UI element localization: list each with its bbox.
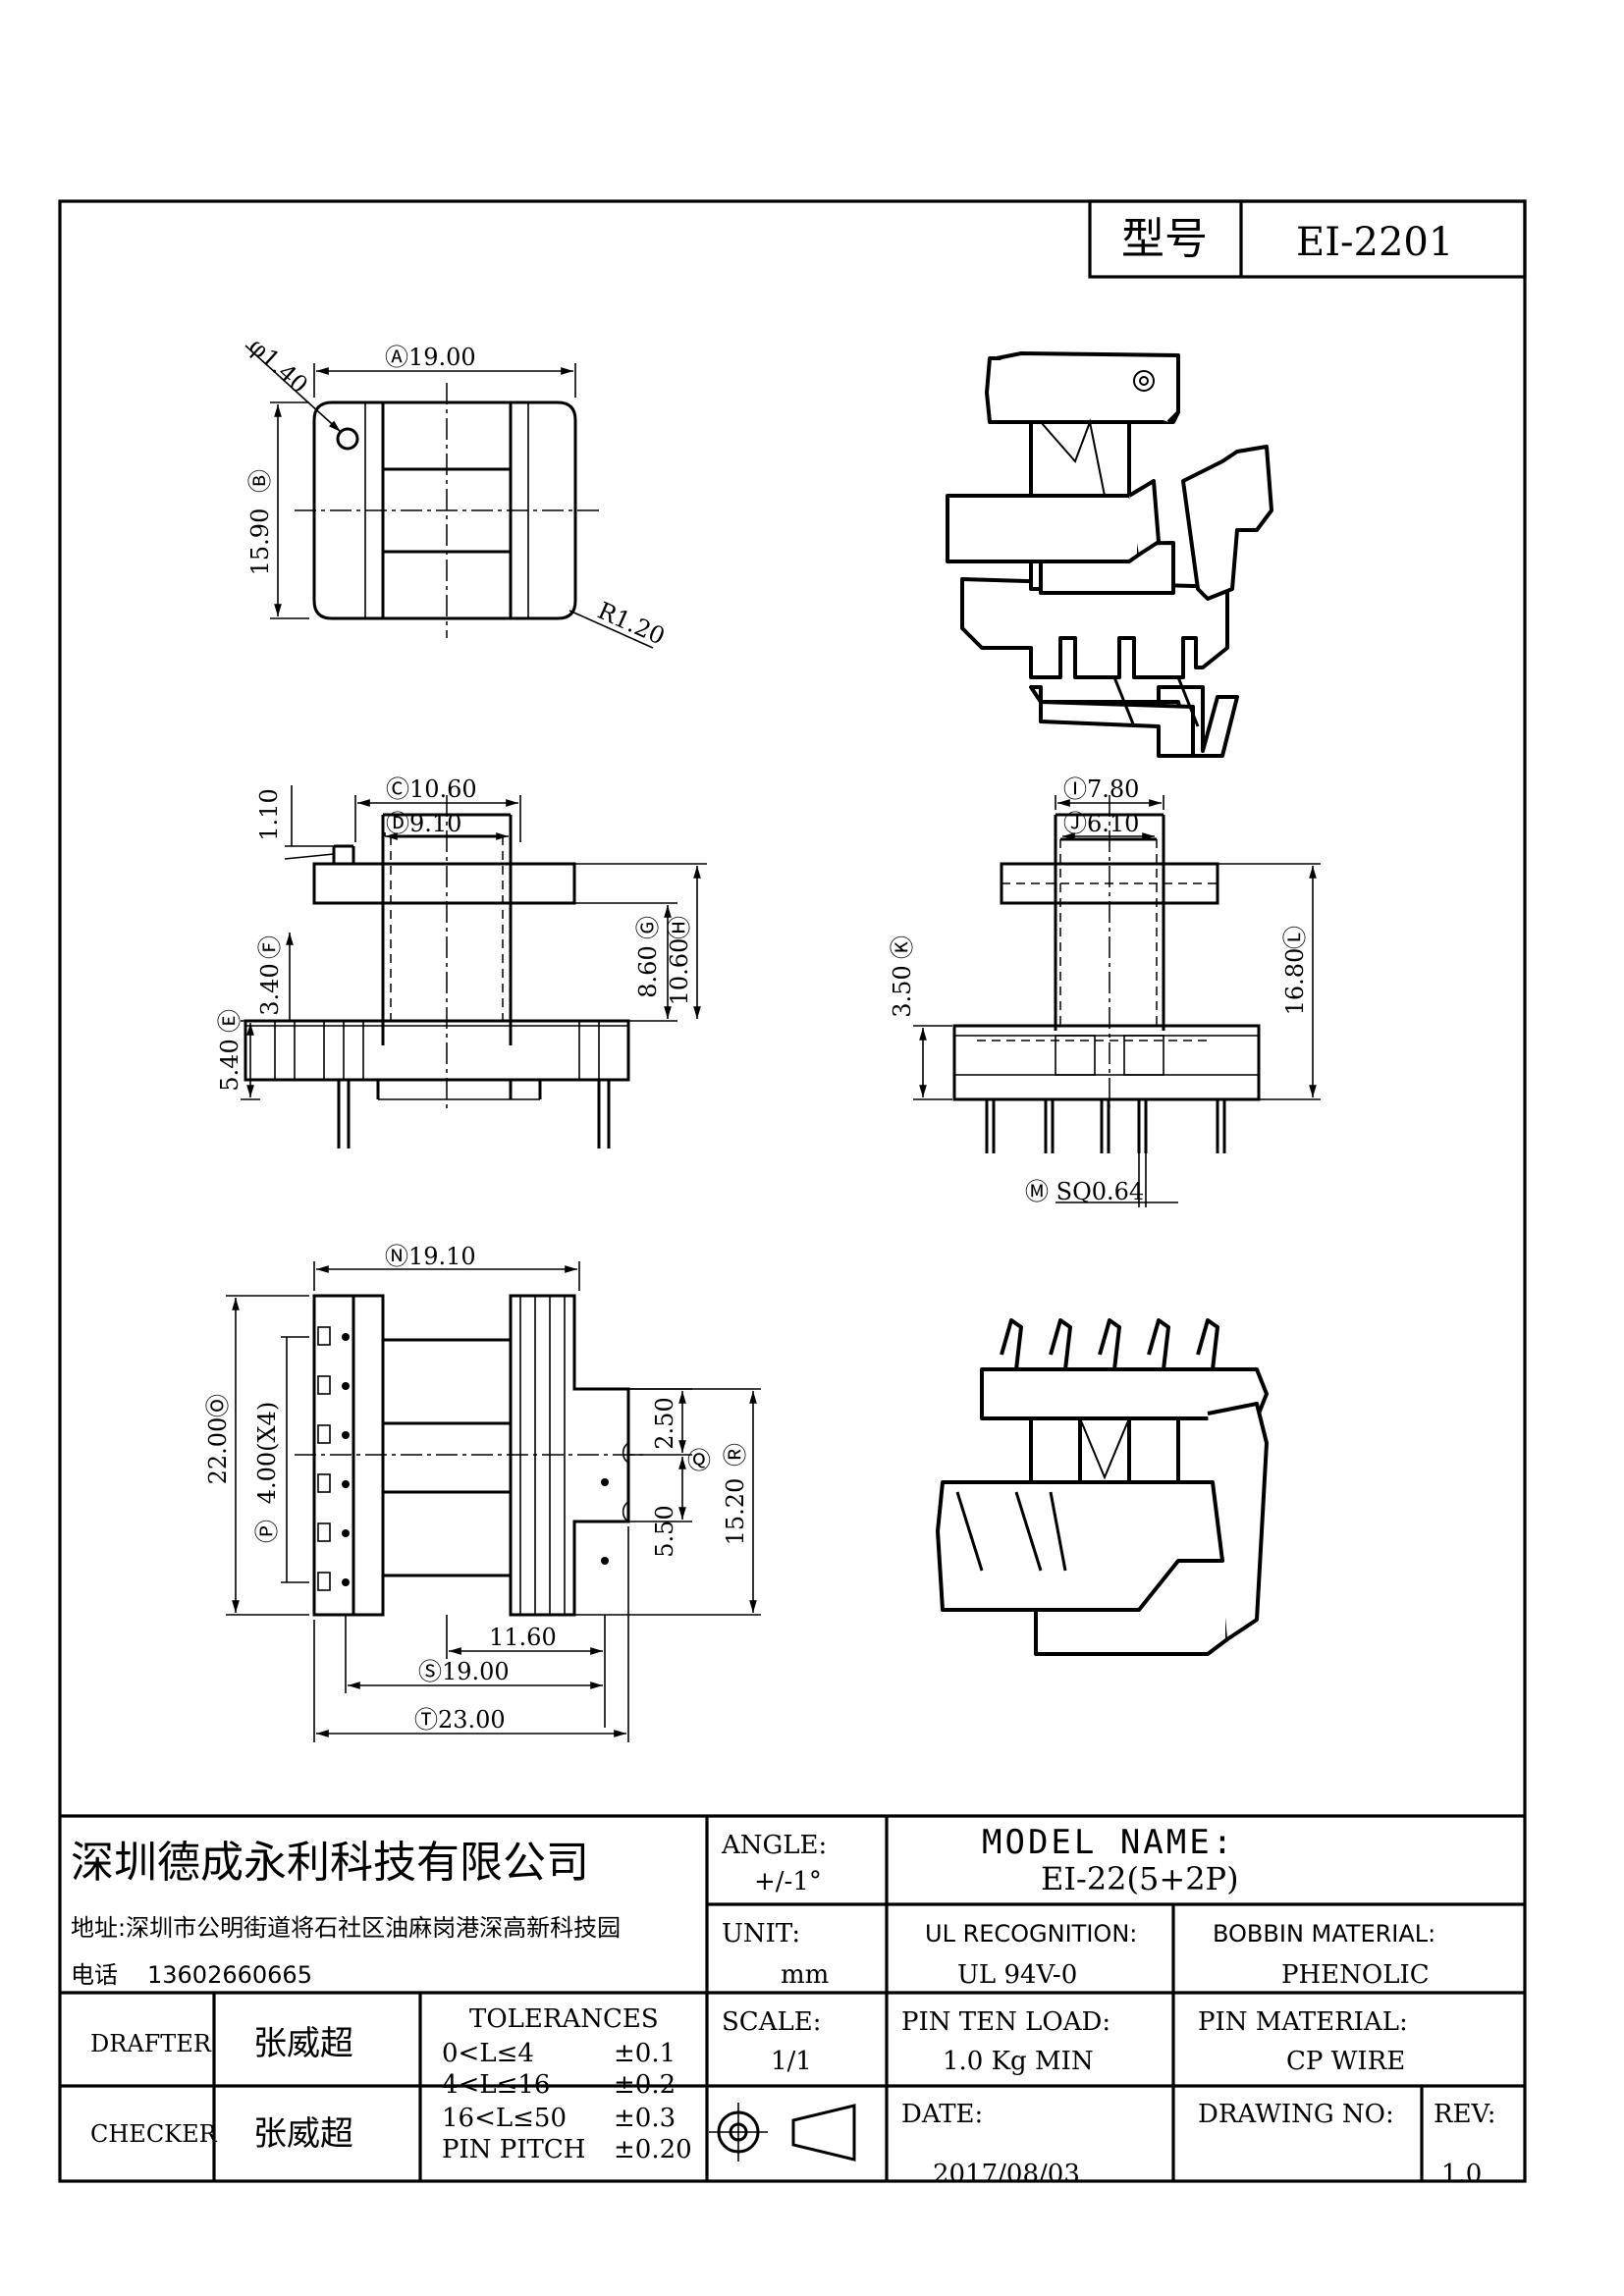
- tol-value-2: ±0.3: [614, 2104, 676, 2133]
- dim-a: Ⓐ19.00: [385, 344, 476, 371]
- rev-label: REV:: [1434, 2100, 1495, 2129]
- checker-name: 张威超: [253, 2114, 353, 2154]
- scale-value: 1/1: [771, 2047, 812, 2076]
- dim-l-value: 16.80: [1281, 948, 1309, 1016]
- dim-span: 11.60: [489, 1624, 557, 1651]
- dim-d: Ⓓ9.10: [386, 810, 461, 837]
- tol-value-0: ±0.1: [614, 2039, 676, 2068]
- dim-j: Ⓙ6.10: [1063, 810, 1139, 837]
- dim-p-label: Ⓟ: [253, 1520, 281, 1543]
- checker-label: CHECKER: [90, 2120, 218, 2148]
- unit-value: mm: [781, 1960, 829, 1990]
- dim-k-value: 3.50: [889, 965, 916, 1017]
- model-header-box: 型号 EI-2201: [1088, 199, 1527, 279]
- tol-range-0: 0<L≤4: [442, 2039, 534, 2068]
- dim-radius: R1.20: [594, 597, 670, 651]
- dim-e-value: 5.40: [216, 1039, 244, 1091]
- dim-g-value: 8.60: [634, 945, 662, 997]
- dim-c: Ⓒ10.60: [386, 775, 477, 803]
- dim-n: Ⓝ19.10: [385, 1243, 476, 1270]
- date-value: 2017/08/03: [933, 2160, 1080, 2189]
- scale-label: SCALE:: [722, 2007, 822, 2037]
- unit-label: UNIT:: [722, 1919, 800, 1949]
- dim-i: Ⓘ7.80: [1063, 775, 1139, 803]
- dim-f-value: 3.40: [256, 963, 284, 1015]
- dim-m: Ⓜ SQ0.64: [1025, 1178, 1144, 1205]
- dim-e-label: Ⓔ: [216, 1009, 244, 1033]
- dim-b-value: 15.90: [246, 508, 274, 576]
- tol-value-1: ±0.2: [614, 2070, 676, 2100]
- drawing-no-label: DRAWING NO:: [1198, 2100, 1394, 2129]
- dim-q2: 5.50: [651, 1505, 678, 1557]
- isometric-view-bottom: [936, 1318, 1269, 1656]
- drafter-label: DRAFTER: [90, 2030, 212, 2057]
- pin-material-label: PIN MATERIAL:: [1198, 2007, 1408, 2037]
- angle-label: ANGLE:: [721, 1831, 827, 1860]
- ul-value: UL 94V-0: [957, 1960, 1077, 1990]
- dim-o-label: Ⓞ: [204, 1394, 232, 1417]
- projection-symbol: [709, 2103, 856, 2162]
- dim-h-value: 10.60: [666, 938, 693, 1006]
- dim-q-label: Ⓠ: [687, 1447, 711, 1474]
- dim-s: Ⓢ19.00: [418, 1658, 510, 1685]
- dim-b-label: Ⓑ: [246, 469, 274, 493]
- dim-t: Ⓣ23.00: [414, 1706, 506, 1734]
- dim-g-label: Ⓖ: [634, 916, 662, 939]
- tol-value-3: ±0.20: [614, 2135, 692, 2164]
- dim-flange-thk: 1.10: [255, 788, 283, 840]
- tolerances-heading: TOLERANCES: [469, 2004, 659, 2034]
- bottom-view: Ⓝ19.10 Ⓞ 22.00 4.00(X4) Ⓟ 2.50 Ⓠ 5.50 Ⓡ …: [204, 1243, 761, 1742]
- model-label: MODEL NAME:: [982, 1823, 1235, 1862]
- dim-r-value: 15.20: [722, 1478, 749, 1546]
- bobbin-label: BOBBIN MATERIAL:: [1213, 1920, 1435, 1948]
- type-value: EI-2201: [1296, 220, 1453, 265]
- dim-h-label: Ⓗ: [666, 916, 693, 939]
- title-block: 深圳德成永利科技有限公司 地址:深圳市公明街道将石社区油麻岗港深高新科技园 电话…: [60, 1814, 1525, 2189]
- dim-q1: 2.50: [651, 1397, 678, 1449]
- side-view: Ⓘ7.80 Ⓙ6.10 Ⓚ 3.50 Ⓛ 16.80 Ⓜ SQ0.64: [889, 775, 1321, 1207]
- phone-label: 电话: [71, 1961, 118, 1989]
- pin-material-value: CP WIRE: [1286, 2047, 1405, 2076]
- ul-label: UL RECOGNITION:: [925, 1920, 1137, 1948]
- dim-hole: φ1.40: [244, 333, 313, 400]
- tol-range-3: PIN PITCH: [442, 2135, 585, 2164]
- rev-value: 1.0: [1441, 2160, 1482, 2189]
- top-view: Ⓐ19.00 Ⓑ 15.90 φ1.40 R1.20: [244, 333, 669, 651]
- company-address: 地址:深圳市公明街道将石社区油麻岗港深高新科技园: [71, 1914, 621, 1942]
- bobbin-value: PHENOLIC: [1281, 1960, 1430, 1990]
- isometric-view-top: [946, 351, 1273, 758]
- tol-range-1: 4<L≤16: [442, 2070, 550, 2100]
- drafter-name: 张威超: [253, 2024, 353, 2063]
- dim-l-label: Ⓛ: [1281, 926, 1309, 949]
- type-label: 型号: [1121, 214, 1208, 264]
- angle-value: +/-1°: [754, 1867, 822, 1896]
- company-name: 深圳德成永利科技有限公司: [71, 1838, 589, 1888]
- dim-k-label: Ⓚ: [889, 935, 916, 959]
- dim-o-value: 22.00: [204, 1417, 232, 1485]
- sheet-border: [58, 199, 1527, 2183]
- pin-load-value: 1.0 Kg MIN: [943, 2047, 1094, 2076]
- front-view: Ⓒ10.60 Ⓓ9.10 1.10 Ⓕ 3.40 Ⓔ 5.40 Ⓖ 8.60 Ⓗ…: [216, 775, 707, 1148]
- dim-f-label: Ⓕ: [256, 935, 284, 959]
- dim-r-label: Ⓡ: [722, 1443, 749, 1467]
- dim-p-value: 4.00(X4): [253, 1402, 281, 1505]
- model-value: EI-22(5+2P): [1041, 1860, 1239, 1897]
- tol-range-2: 16<L≤50: [442, 2104, 567, 2133]
- phone-number: 13602660665: [147, 1961, 312, 1989]
- pin-load-label: PIN TEN LOAD:: [901, 2007, 1110, 2037]
- date-label: DATE:: [901, 2100, 983, 2129]
